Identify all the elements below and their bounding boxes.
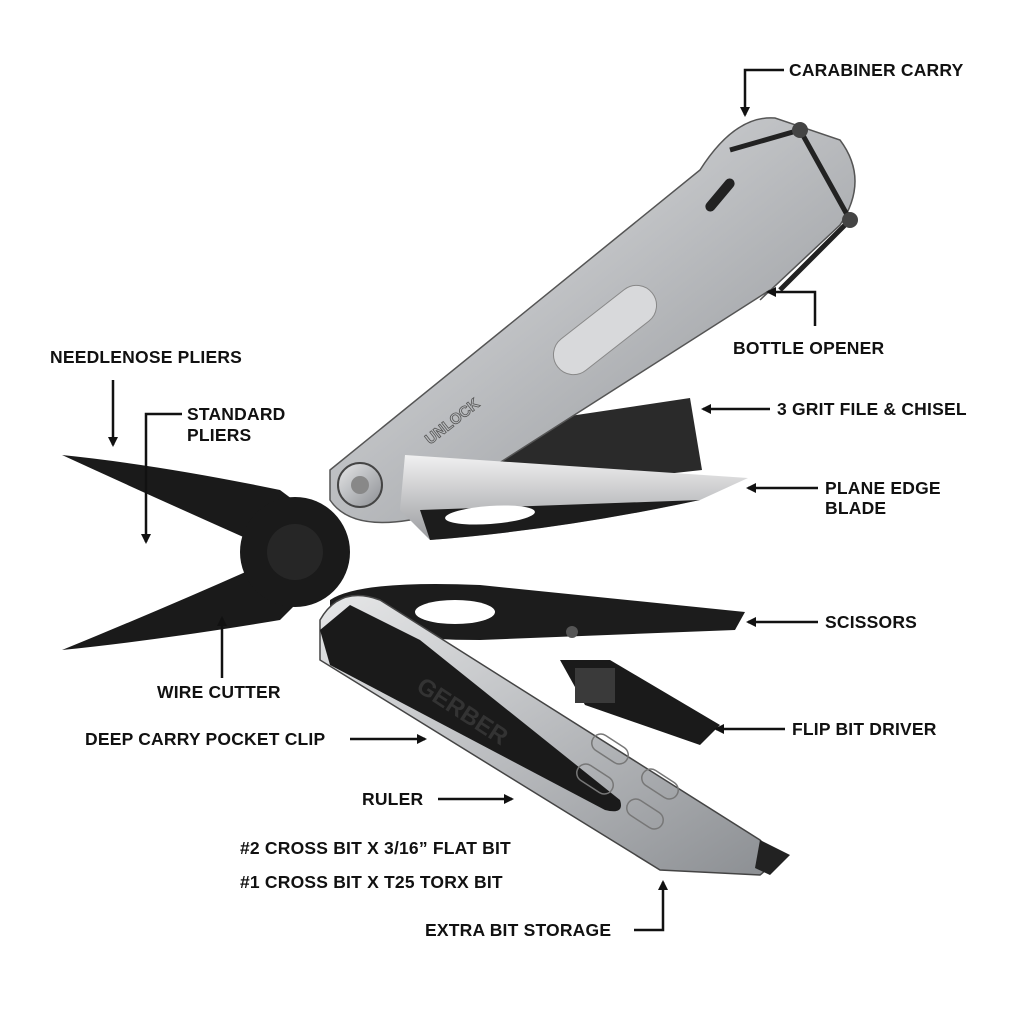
lower-handle: GERBER [319,594,790,876]
label-pocket-clip: DEEP CARRY POCKET CLIP [85,729,326,749]
label-standard-pliers-1: STANDARD [187,404,286,424]
callout-arrows [108,68,818,932]
arrow-standard-pliers [141,412,182,544]
arrow-carabiner [740,68,784,117]
label-flip-bit-driver: FLIP BIT DRIVER [792,719,937,739]
label-scissors: SCISSORS [825,612,918,632]
label-blade-2: BLADE [825,498,887,518]
label-ruler: RULER [362,789,424,809]
label-bit-2: #2 CROSS BIT X 3/16” FLAT BIT [240,838,511,858]
flip-bit-driver [560,660,720,745]
arrow-bottle-opener [766,287,817,326]
scissors [330,584,745,640]
upper-handle: UNLOCK [329,117,858,524]
label-carabiner-carry: CARABINER CARRY [789,60,964,80]
label-blade-1: PLANE EDGE [825,478,941,498]
label-wire-cutter: WIRE CUTTER [157,682,281,702]
label-bit-1: #1 CROSS BIT X T25 TORX BIT [240,872,503,892]
label-bottle-opener: BOTTLE OPENER [733,338,885,358]
label-file-chisel: 3 GRIT FILE & CHISEL [777,399,967,419]
label-extra-bit-storage: EXTRA BIT STORAGE [425,920,612,940]
label-needlenose-pliers: NEEDLENOSE PLIERS [50,347,243,367]
arrow-storage [634,880,668,932]
plane-edge-blade [400,455,748,540]
pliers [62,455,383,650]
label-standard-pliers-2: PLIERS [187,425,252,445]
